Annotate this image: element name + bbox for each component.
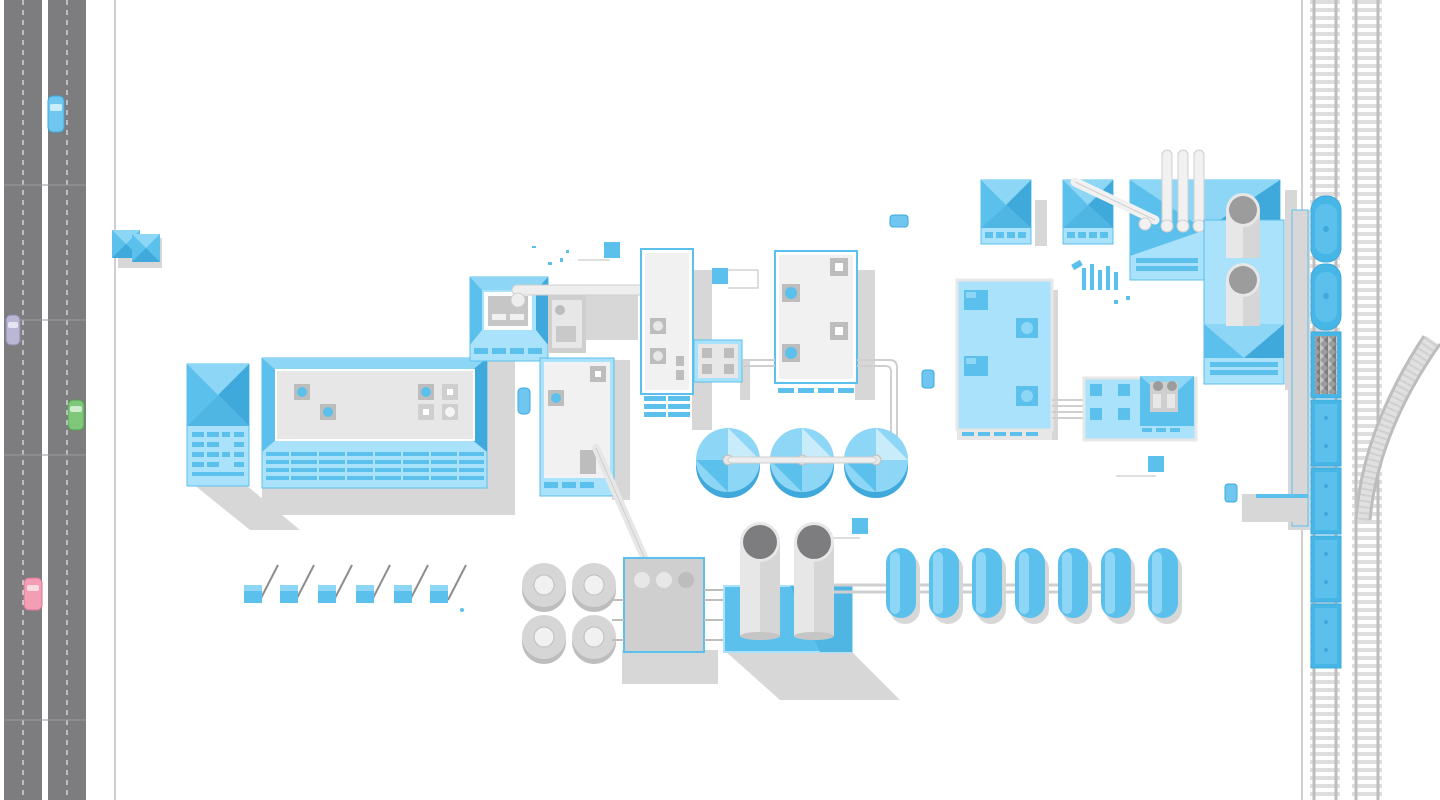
bottom-processing [522,444,1168,700]
small-house [112,230,162,268]
railway [1310,0,1440,800]
storage-tank [1148,548,1182,624]
small-vehicle [1224,483,1238,503]
train-wagon [1310,603,1342,669]
storage-tanks [886,548,1182,624]
small-vehicle [517,387,531,415]
debris [532,246,1130,304]
warehouse-complex [186,357,515,530]
small-silo [572,615,616,664]
small-vehicle [921,369,935,389]
tall-silo [794,522,834,640]
utility-pole [356,564,391,603]
train-wagon [1310,263,1342,331]
warehouse-roof-panel [275,369,475,441]
train-wagon [1310,399,1342,467]
process-buildings [469,248,898,500]
sign-post [578,242,620,261]
utility-pole [280,564,315,603]
tower-silo [1226,263,1260,326]
machinery-cluster [1071,259,1118,290]
sign-post [1116,456,1164,477]
train-wagon [1310,467,1342,535]
storage-tank [886,548,920,624]
storage-tank [1101,548,1135,624]
storage-tank [929,548,963,624]
round-tanks [696,428,908,498]
small-silo [522,563,566,612]
tall-silo [740,522,780,640]
car [67,399,85,431]
storage-tank [1015,548,1049,624]
utility-pole [394,564,429,603]
utility-pole [244,564,279,603]
utility-pole [318,564,353,603]
train-wagon [1310,195,1342,263]
utility-poles [244,564,467,612]
rail-branch [1354,335,1440,521]
rail-track [1352,0,1382,800]
storage-tank [972,548,1006,624]
sign-post [712,268,759,289]
office-windows [192,432,244,476]
small-vehicle [889,214,909,228]
small-silo [572,563,616,612]
rail-loading-pipes [1242,209,1310,530]
sign-post [830,518,868,539]
utility-pole [430,564,467,603]
car [23,577,43,611]
exhaust-stacks [1070,149,1206,233]
tower-silo [1226,193,1260,258]
train-wagon [1310,535,1342,603]
east-complex [955,149,1310,530]
small-silo [522,615,566,664]
round-tank [770,428,834,498]
roofed-block [980,179,1032,245]
roof-vents [964,290,1038,406]
car [5,314,21,346]
highway [4,0,86,800]
train-wagon-ore [1310,331,1342,399]
storage-tank [1058,548,1092,624]
train [1310,195,1342,669]
car [47,95,65,133]
